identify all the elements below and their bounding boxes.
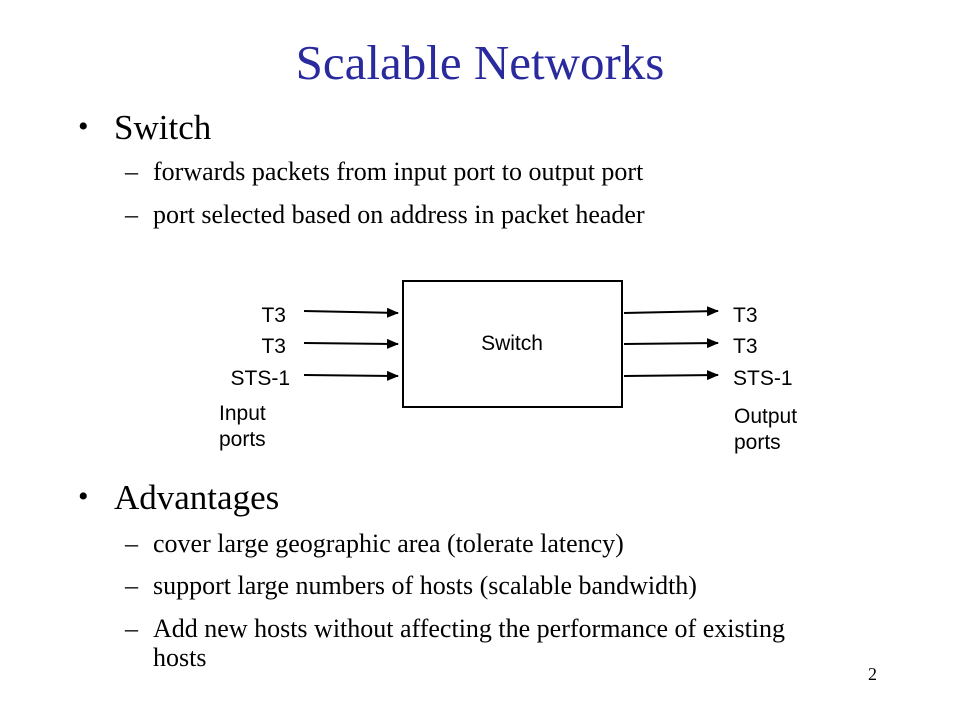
input-caption: Input — [219, 402, 266, 425]
bullet-switch-label: Switch — [114, 108, 212, 147]
sub-item-text: support large numbers of hosts (scalable… — [153, 571, 697, 600]
bullet-advantages-label: Advantages — [114, 478, 280, 517]
input-caption: ports — [219, 428, 266, 451]
output-caption: Output — [734, 405, 797, 428]
sub-item: – port selected based on address in pack… — [125, 200, 833, 229]
output-arrow — [623, 370, 719, 381]
slide-title: Scalable Networks — [295, 35, 665, 90]
sub-item-text: forwards packets from input port to outp… — [153, 157, 644, 186]
output-port-label: T3 — [733, 304, 758, 327]
sub-item-text: port selected based on address in packet… — [153, 200, 645, 229]
output-port-label: T3 — [733, 335, 758, 358]
output-arrow — [623, 306, 719, 317]
bullet-dot: • — [78, 110, 89, 143]
bullet-dot: • — [78, 480, 89, 513]
input-arrow — [303, 370, 399, 381]
sub-item: – support large numbers of hosts (scalab… — [125, 571, 833, 600]
bullet-advantages: • Advantages — [78, 480, 279, 515]
output-port-label: STS-1 — [733, 367, 793, 390]
input-port-label: T3 — [261, 304, 286, 327]
output-arrow — [623, 338, 719, 349]
sub-item: – forwards packets from input port to ou… — [125, 157, 833, 186]
page-number: 2 — [868, 664, 877, 684]
input-arrow — [303, 338, 399, 349]
output-caption: ports — [734, 431, 781, 454]
switch-box — [402, 280, 623, 408]
sub-item: – cover large geographic area (tolerate … — [125, 529, 833, 558]
input-port-label: STS-1 — [230, 367, 290, 390]
switch-box-label: Switch — [481, 332, 543, 355]
sub-item: – Add new hosts without affecting the pe… — [125, 614, 833, 672]
sub-item-text: Add new hosts without affecting the perf… — [153, 614, 786, 673]
input-arrow — [303, 307, 399, 318]
bullet-switch: • Switch — [78, 110, 211, 145]
input-port-label: T3 — [261, 335, 286, 358]
sub-item-text: cover large geographic area (tolerate la… — [153, 529, 624, 558]
